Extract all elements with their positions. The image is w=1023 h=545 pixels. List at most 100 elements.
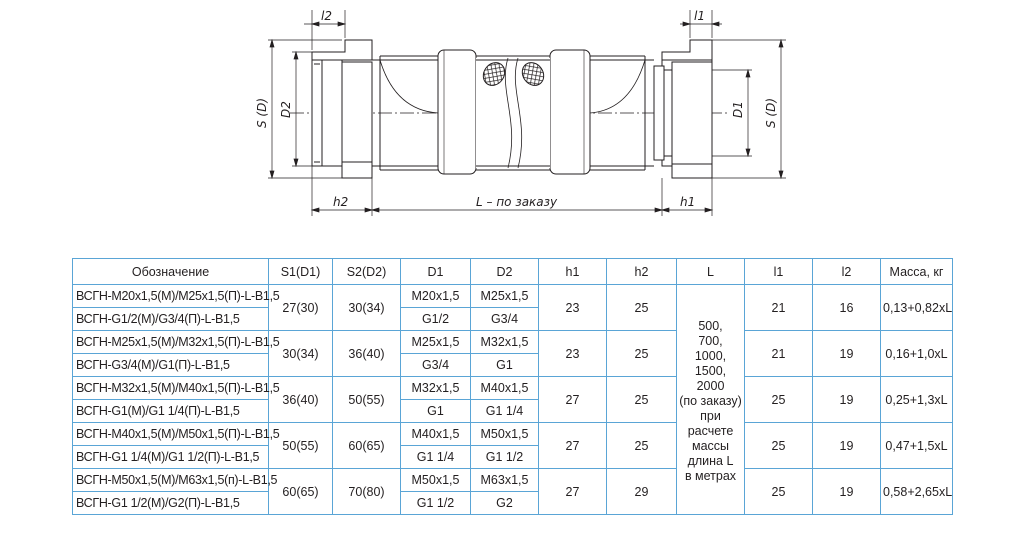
length-note-line: при расчете [687, 409, 734, 438]
col-header: D1 [400, 258, 471, 285]
hose-assembly-drawing: l2 l1 S (D) D2 D1 S (D) h2 L – по заказу… [255, 9, 786, 216]
table-row: ВСГН-М25х1,5(М)/М32х1,5(П)-L-В1,5 30(34)… [72, 330, 953, 377]
l1-cell: 21 [744, 330, 813, 377]
l1-cell: 25 [744, 422, 813, 469]
l1-cell: 25 [744, 376, 813, 423]
label-l1: l1 [694, 9, 705, 23]
table-row: ВСГН-М20х1,5(М)/М25х1,5(П)-L-В1,5 27(30)… [72, 284, 953, 515]
dim-l1 [680, 10, 722, 38]
col-header: D2 [470, 258, 539, 285]
length-note-line: в метрах [684, 469, 737, 483]
l2-cell: 19 [812, 468, 881, 515]
d2-cell: G1 1/4 [470, 399, 539, 423]
d1-cell: G1/2 [400, 307, 471, 331]
label-s-right: S (D) [764, 98, 778, 128]
h2-cell: 25 [606, 376, 677, 423]
mass-cell: 0,47+1,5хL [880, 422, 953, 469]
designation-cell: ВСГН-G3/4(M)/G1(П)-L-В1,5 [72, 353, 269, 377]
designation-cell: ВСГН-М50х1,5(М)/М63х1,5(п)-L-В1,5 [72, 468, 278, 492]
table-row: ВСГН-М40х1,5(М)/М50х1,5(П)-L-В1,5 50(55)… [72, 422, 953, 469]
mass-cell: 0,13+0,82хL [880, 284, 953, 331]
d1-cell: М50х1,5 [400, 468, 471, 492]
length-note-line: 500, [698, 319, 723, 333]
right-sleeve [549, 49, 591, 175]
d1-cell: G1 1/4 [400, 445, 471, 469]
s1-cell: 50(55) [268, 422, 333, 469]
l1-cell: 25 [744, 468, 813, 515]
dim-bottom [310, 166, 714, 216]
d1-cell: G3/4 [400, 353, 471, 377]
l1-cell: 21 [744, 284, 813, 331]
length-note-line: 1500, [694, 364, 727, 378]
h2-cell: 25 [606, 330, 677, 377]
d2-cell: М50х1,5 [470, 422, 539, 446]
col-header: l1 [744, 258, 813, 285]
s2-cell: 60(65) [332, 422, 401, 469]
label-s-left: S (D) [255, 98, 269, 128]
d1-cell: G1 1/2 [400, 491, 471, 515]
s2-cell: 50(55) [332, 376, 401, 423]
right-fitting [645, 39, 713, 179]
s2-cell: 70(80) [332, 468, 401, 515]
col-header: Обозначение [72, 258, 269, 285]
designation-cell: ВСГН-М25х1,5(М)/М32х1,5(П)-L-В1,5 [72, 330, 280, 354]
h1-cell: 27 [538, 376, 607, 423]
h2-cell: 29 [606, 468, 677, 515]
braid-patch [521, 62, 545, 86]
left-sleeve [437, 49, 477, 175]
length-note-line: массы [691, 439, 730, 453]
break-line [504, 57, 512, 169]
s2-cell: 36(40) [332, 330, 401, 377]
label-h2: h2 [333, 195, 348, 209]
col-header: L [676, 258, 745, 285]
col-header: Масса, кг [880, 258, 953, 285]
length-note-line: 700, [698, 334, 723, 348]
table-row: ВСГН-G1/2(M)/G3/4(П)-L-В1,5 G1/2 G3/4 [72, 307, 953, 331]
d2-cell: G3/4 [470, 307, 539, 331]
d2-cell: G2 [470, 491, 539, 515]
d2-cell: М32х1,5 [470, 330, 539, 354]
l2-cell: 16 [812, 284, 881, 331]
table-row: ВСГН-G1 1/2(M)/G2(П)-L-В1,5 G1 1/2 G2 [72, 491, 953, 515]
designation-cell: ВСГН-М40х1,5(М)/М50х1,5(П)-L-В1,5 [72, 422, 280, 446]
designation-cell: ВСГН-М32х1,5(М)/М40х1,5(П)-L-В1,5 [72, 376, 280, 400]
d1-cell: G1 [400, 399, 471, 423]
d1-cell: М20х1,5 [400, 284, 471, 308]
h1-cell: 27 [538, 422, 607, 469]
table-row: ВСГН-G1 1/4(M)/G1 1/2(П)-L-В1,5 G1 1/4 G… [72, 445, 953, 469]
label-d2: D2 [279, 101, 293, 118]
s2-cell: 30(34) [332, 284, 401, 331]
col-header: l2 [812, 258, 881, 285]
d2-cell: М25х1,5 [470, 284, 539, 308]
length-note-line: длина L [687, 454, 734, 468]
dim-right-vertical [712, 38, 786, 180]
h1-cell: 23 [538, 330, 607, 377]
dim-l2 [304, 10, 347, 50]
d2-cell: G1 [470, 353, 539, 377]
label-l2: l2 [321, 9, 332, 23]
h1-cell: 27 [538, 468, 607, 515]
col-header: h1 [538, 258, 607, 285]
braid-patch [482, 62, 506, 86]
label-d1: D1 [731, 101, 745, 118]
d2-cell: G1 1/2 [470, 445, 539, 469]
length-note-line: 1000, [694, 349, 727, 363]
length-note-line: 2000 [696, 379, 725, 393]
d1-cell: М40х1,5 [400, 422, 471, 446]
d1-cell: М25х1,5 [400, 330, 471, 354]
l2-cell: 19 [812, 422, 881, 469]
spec-table: Обозначение S1(D1) S2(D2) D1 D2 h1 h2 L … [72, 258, 953, 515]
label-h1: h1 [680, 195, 695, 209]
label-L: L – по заказу [476, 195, 558, 209]
designation-cell: ВСГН-G1 1/4(M)/G1 1/2(П)-L-В1,5 [72, 445, 269, 469]
mass-cell: 0,25+1,3хL [880, 376, 953, 423]
table-row: ВСГН-М32х1,5(М)/М40х1,5(П)-L-В1,5 36(40)… [72, 376, 953, 423]
table-row: ВСГН-G3/4(M)/G1(П)-L-В1,5 G3/4 G1 [72, 353, 953, 377]
mass-cell: 0,16+1,0хL [880, 330, 953, 377]
mass-cell: 0,58+2,65хL [880, 468, 953, 515]
s1-cell: 36(40) [268, 376, 333, 423]
dim-left-vertical [268, 38, 342, 180]
s1-cell: 60(65) [268, 468, 333, 515]
col-header: S2(D2) [332, 258, 401, 285]
designation-cell: ВСГН-М20х1,5(М)/М25х1,5(П)-L-В1,5 [72, 284, 280, 308]
